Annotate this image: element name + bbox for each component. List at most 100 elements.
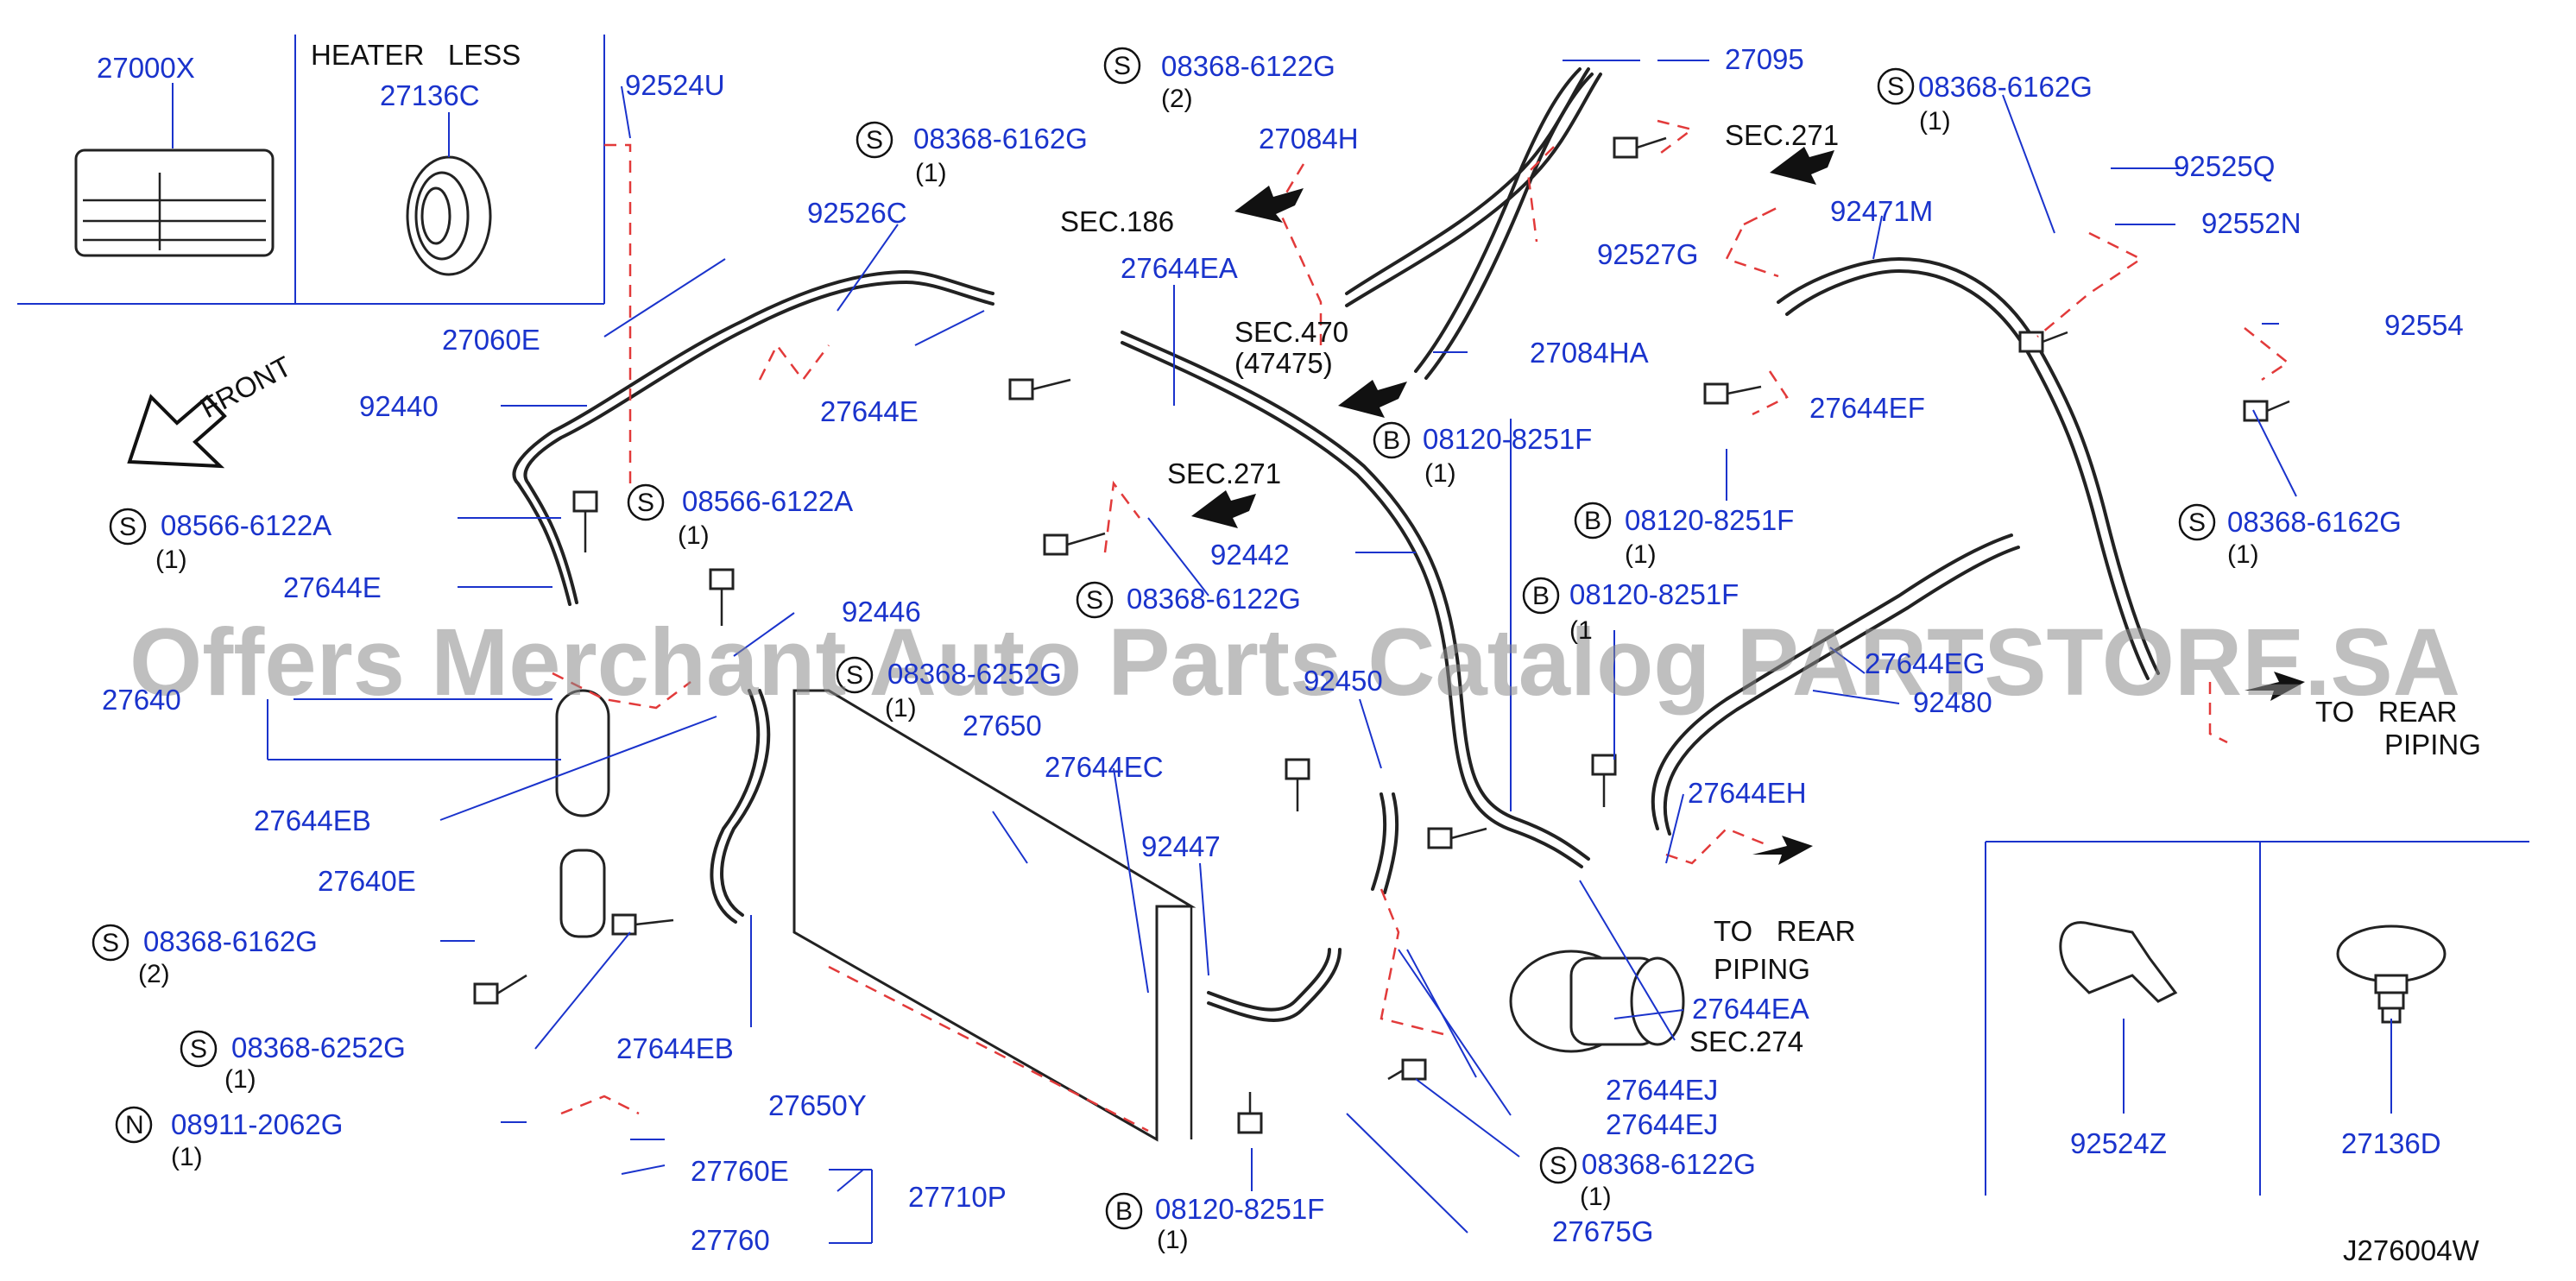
part-27644EJ: 27644EJ (1606, 1108, 1718, 1140)
part-27644EB: 27644EB (254, 805, 371, 836)
s-symbol: S (637, 489, 654, 517)
part-08120-8251F: 08120-8251F (1625, 504, 1794, 536)
qty-label: (1) (155, 546, 187, 574)
part-number-labels: 27000X 27136C 92524U 27060E 92526C 92440… (97, 43, 2464, 1256)
part-27084H: 27084H (1259, 123, 1359, 155)
symbol-circles (92, 47, 2216, 1230)
part-92480: 92480 (1913, 686, 1992, 718)
part-92526C: 92526C (807, 197, 907, 229)
qty-label: (1) (171, 1143, 203, 1171)
sec-271-label: SEC.271 (1725, 119, 1839, 151)
part-08368-6162G: 08368-6162G (1918, 71, 2093, 103)
part-08368-6252G: 08368-6252G (887, 658, 1062, 690)
part-27644EC: 27644EC (1045, 751, 1164, 783)
part-92524Z: 92524Z (2070, 1127, 2167, 1159)
qty-label: (1) (915, 159, 947, 187)
pipe-92442 (1121, 331, 1590, 868)
part-27644EH: 27644EH (1688, 777, 1807, 809)
leader-lines (267, 60, 2392, 1244)
heater-less-title: HEATER LESS (311, 39, 521, 71)
part-08120-8251F: 08120-8251F (1155, 1193, 1324, 1225)
s-symbol: S (1086, 586, 1103, 615)
bracket-27640E (559, 849, 606, 938)
inset-frame-bottom-right (1985, 841, 2529, 1196)
qty-label: (1 (1569, 616, 1593, 645)
part-27095: 27095 (1725, 43, 1804, 75)
qty-label: (1) (1625, 540, 1657, 569)
pipe-92480 (1651, 533, 2020, 836)
b-symbol: B (1532, 582, 1550, 610)
part-27084HA: 27084HA (1530, 337, 1649, 369)
grommet-27136C (406, 155, 492, 276)
sec-470-sub-label: (47475) (1234, 347, 1333, 379)
part-27644EJ: 27644EJ (1606, 1074, 1718, 1106)
dashed-connectors (552, 119, 2290, 1133)
part-08120-8251F: 08120-8251F (1569, 578, 1739, 610)
qty-label: (1) (1919, 107, 1951, 136)
s-symbol: S (846, 661, 863, 690)
part-27650Y: 27650Y (768, 1089, 867, 1121)
part-92450: 92450 (1304, 665, 1383, 697)
pipe-92447 (1207, 948, 1342, 1022)
part-08368-6162G: 08368-6162G (143, 925, 318, 957)
sec-186-label: SEC.186 (1060, 205, 1174, 237)
part-27644EG: 27644EG (1865, 647, 1985, 679)
pipe-92440 (512, 270, 994, 606)
part-08566-6122A: 08566-6122A (161, 509, 331, 541)
part-08120-8251F: 08120-8251F (1423, 423, 1592, 455)
s-symbol: S (190, 1035, 207, 1063)
sec-470-label: SEC.470 (1234, 316, 1348, 348)
front-label: FRONT (195, 350, 297, 424)
part-92471M: 92471M (1830, 195, 1933, 227)
s-symbol: S (866, 126, 883, 155)
s-symbol: S (1887, 73, 1904, 101)
bolt-icons (473, 136, 2290, 1134)
qty-label: (1) (2227, 540, 2259, 569)
part-27760E: 27760E (691, 1155, 789, 1187)
part-27640: 27640 (102, 684, 181, 716)
qty-label: (2) (138, 960, 170, 988)
sec-271-label: SEC.271 (1167, 458, 1281, 489)
part-92446: 92446 (842, 596, 921, 628)
qty-label: (1) (1424, 459, 1456, 488)
qty-label: (1) (1157, 1226, 1189, 1254)
section-arrows (1191, 147, 2305, 865)
s-symbol: S (1114, 52, 1131, 80)
part-08368-6162G: 08368-6162G (2227, 506, 2402, 538)
part-92524U: 92524U (625, 69, 725, 101)
s-symbol: S (119, 513, 136, 541)
to-rear-label: TO REAR (2315, 696, 2457, 728)
qty-label: (2) (1161, 85, 1193, 113)
s-symbol: S (2188, 508, 2206, 537)
qty-label: (1) (224, 1065, 256, 1094)
pipe-92450 (1371, 792, 1399, 894)
part-27675G: 27675G (1552, 1215, 1653, 1247)
receiver-drier-27640 (555, 689, 610, 817)
part-08368-6122G: 08368-6122G (1582, 1148, 1756, 1180)
part-92442: 92442 (1210, 539, 1290, 571)
b-symbol: B (1584, 507, 1601, 535)
clip-27136D (2336, 924, 2447, 1024)
part-27644EB: 27644EB (616, 1032, 734, 1064)
part-27644EA: 27644EA (1121, 252, 1238, 284)
part-27060E: 27060E (442, 324, 540, 356)
diagram-code: J276004W (2343, 1234, 2480, 1266)
qty-label: (1) (1580, 1183, 1612, 1211)
part-27644EF: 27644EF (1809, 392, 1925, 424)
b-symbol: B (1115, 1197, 1133, 1226)
part-92525Q: 92525Q (2174, 150, 2275, 182)
part-27644E: 27644E (820, 395, 919, 427)
qty-label: (1) (885, 694, 917, 723)
clip-92524Z (2059, 921, 2178, 1003)
part-08911-2062G: 08911-2062G (171, 1108, 343, 1140)
sec-274-label: SEC.274 (1689, 1025, 1803, 1057)
label-plate-27000X (74, 148, 275, 257)
compressor-sec274 (1509, 950, 1685, 1053)
to-rear-piping-label: PIPING (2384, 729, 2481, 760)
to-rear-label: TO REAR (1714, 915, 1855, 947)
symbol-letters: S S S S S B B B S S S S S N S B (102, 52, 2206, 1226)
inset-frame-top-left (17, 35, 605, 305)
front-arrow-icon (127, 394, 227, 469)
hose-27084HA (1414, 67, 1594, 380)
part-27710P: 27710P (908, 1181, 1007, 1213)
